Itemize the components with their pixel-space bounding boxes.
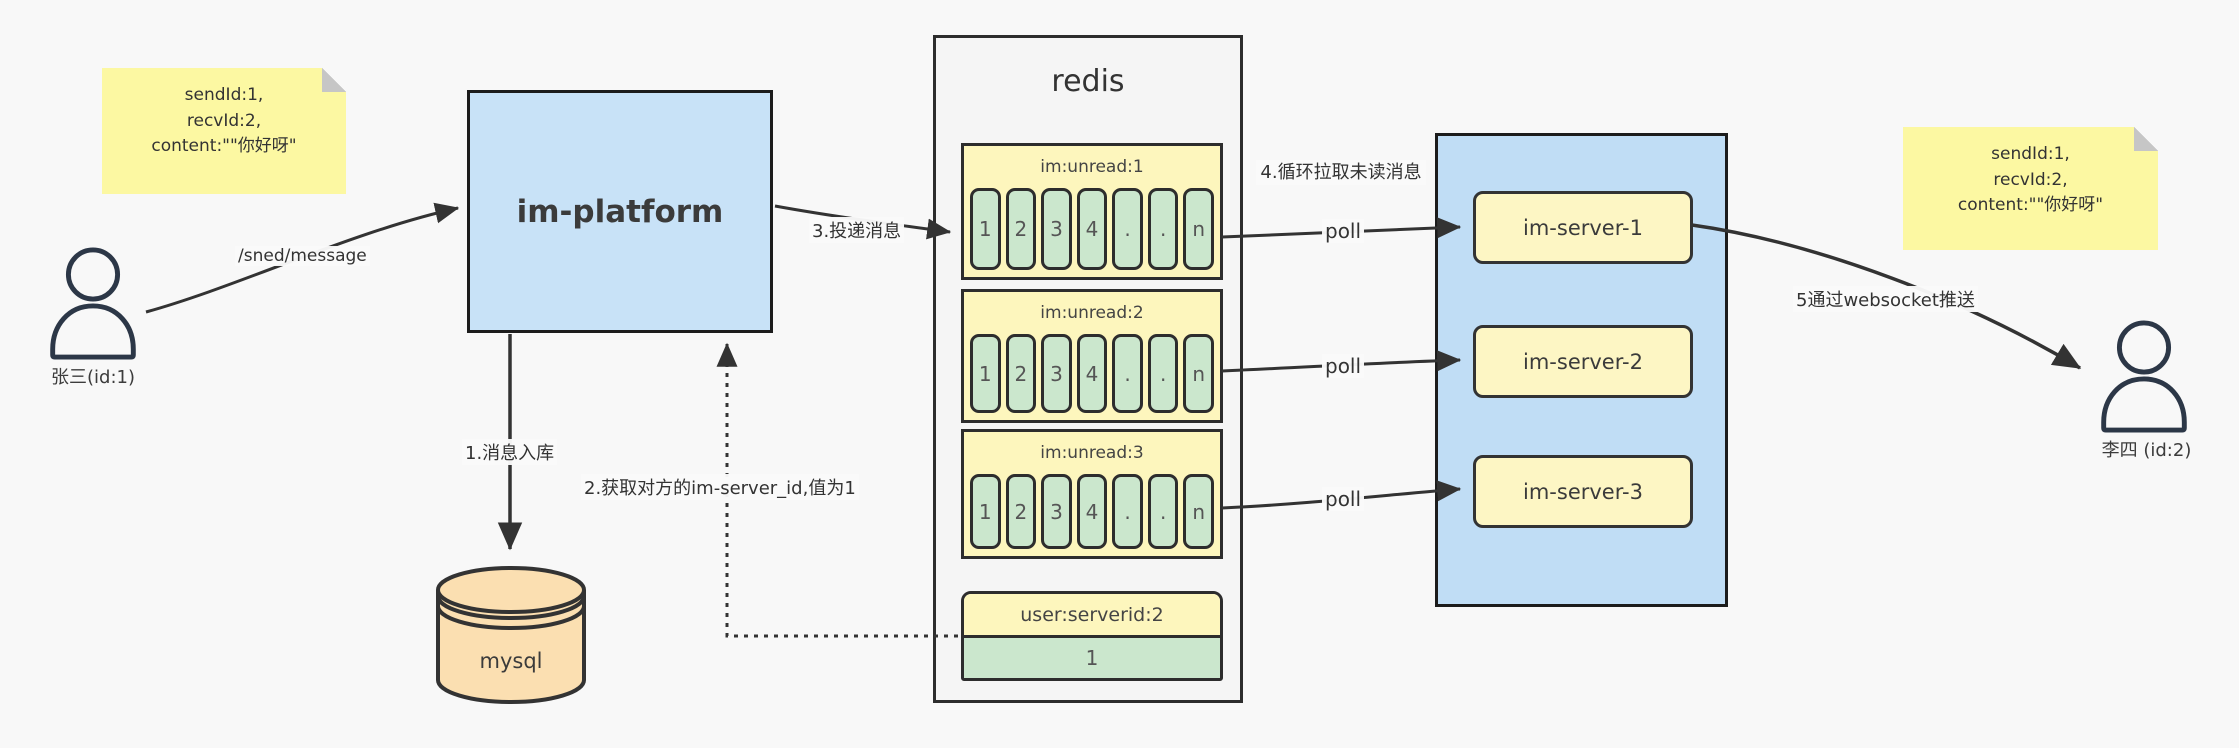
queue-cell: n: [1183, 334, 1215, 413]
im-server-2-label: im-server-2: [1523, 349, 1643, 374]
note-fold-corner: [322, 68, 346, 92]
im-server-group: im-server-1 im-server-2 im-server-3: [1435, 133, 1728, 607]
redis-title: redis: [1051, 64, 1125, 99]
queue-cell: 4: [1076, 334, 1108, 413]
note-fold-corner: [2134, 127, 2158, 151]
queue-cell: n: [1183, 188, 1215, 270]
queue-cell: .: [1112, 188, 1143, 270]
queue-cell: 2: [1005, 334, 1037, 413]
edge-label-step5: 5通过websocket推送: [1793, 286, 1978, 312]
queue-cell: 1: [970, 188, 1001, 270]
user-serverid-box: user:serverid:2 1: [961, 591, 1223, 681]
queue-cell: 3: [1041, 188, 1072, 270]
queue-name: im:unread:1: [1040, 157, 1144, 177]
queue-name: im:unread:3: [1040, 443, 1144, 463]
user-sender-label: 张三(id:1): [51, 367, 135, 388]
note-line: recvId:2,: [1993, 169, 2068, 190]
queue-cell: .: [1112, 334, 1143, 413]
queue-cells: 1 2 3 4 . . n: [964, 334, 1220, 420]
queue-cell: 4: [1076, 188, 1108, 270]
im-platform-box: im-platform: [467, 90, 773, 333]
queue-cell: 1: [970, 474, 1001, 549]
queue-im-unread-1: im:unread:1 1 2 3 4 . . n: [961, 143, 1223, 280]
queue-name: im:unread:2: [1040, 303, 1144, 323]
im-server-3-box: im-server-3: [1473, 455, 1693, 528]
queue-cell: 2: [1005, 188, 1037, 270]
user-receiver-label: 李四 (id:2): [2101, 440, 2192, 461]
im-server-3-label: im-server-3: [1523, 479, 1643, 504]
im-server-1-box: im-server-1: [1473, 191, 1693, 264]
edge-label-step2: 2.获取对方的im-server_id,值为1: [581, 474, 859, 500]
note-line: content:""你好呀": [1957, 195, 2104, 215]
note-line: content:""你好呀": [151, 136, 297, 156]
edge-label-poll-2: poll: [1322, 354, 1365, 378]
edge-label-poll-3: poll: [1322, 487, 1365, 511]
user-receiver-icon: [2094, 318, 2194, 440]
queue-cell: n: [1183, 474, 1215, 549]
im-platform-label: im-platform: [516, 193, 724, 230]
queue-cells: 1 2 3 4 . . n: [964, 188, 1220, 277]
edge-label-step3: 3.投递消息: [809, 217, 905, 243]
redis-container: redis im:unread:1 1 2 3 4 . . n im:unrea…: [933, 35, 1243, 703]
edge-label-step4: 4.循环拉取未读消息: [1256, 160, 1426, 185]
queue-cell: .: [1147, 188, 1179, 270]
sticky-note-receiver: sendId:1, recvId:2, content:""你好呀": [1903, 127, 2158, 250]
queue-im-unread-2: im:unread:2 1 2 3 4 . . n: [961, 289, 1223, 423]
queue-cell: .: [1112, 474, 1143, 549]
note-line: recvId:2,: [186, 110, 262, 131]
queue-cell: 3: [1041, 474, 1072, 549]
edge-label-step1: 1.消息入库: [462, 439, 558, 465]
im-server-2-box: im-server-2: [1473, 325, 1693, 398]
queue-cell: .: [1147, 334, 1179, 413]
queue-cell: 3: [1041, 334, 1072, 413]
queue-cell: .: [1147, 474, 1179, 549]
mysql-label: mysql: [480, 649, 543, 673]
queue-cells: 1 2 3 4 . . n: [964, 474, 1220, 556]
note-line: sendId:1,: [184, 85, 264, 105]
user-serverid-key: user:serverid:2: [964, 594, 1220, 638]
im-server-1-label: im-server-1: [1523, 215, 1643, 240]
edge-label-send: /sned/message: [235, 246, 370, 266]
user-sender-icon: [43, 245, 143, 367]
edge-label-poll-1: poll: [1322, 219, 1365, 243]
user-serverid-value: 1: [964, 638, 1220, 678]
queue-cell: 4: [1076, 474, 1108, 549]
queue-cell: 2: [1005, 474, 1037, 549]
queue-cell: 1: [970, 334, 1001, 413]
sticky-note-sender: sendId:1, recvId:2, content:""你好呀": [102, 68, 346, 194]
queue-im-unread-3: im:unread:3 1 2 3 4 . . n: [961, 429, 1223, 559]
note-line: sendId:1,: [1991, 144, 2070, 164]
mysql-database: mysql: [434, 564, 588, 712]
